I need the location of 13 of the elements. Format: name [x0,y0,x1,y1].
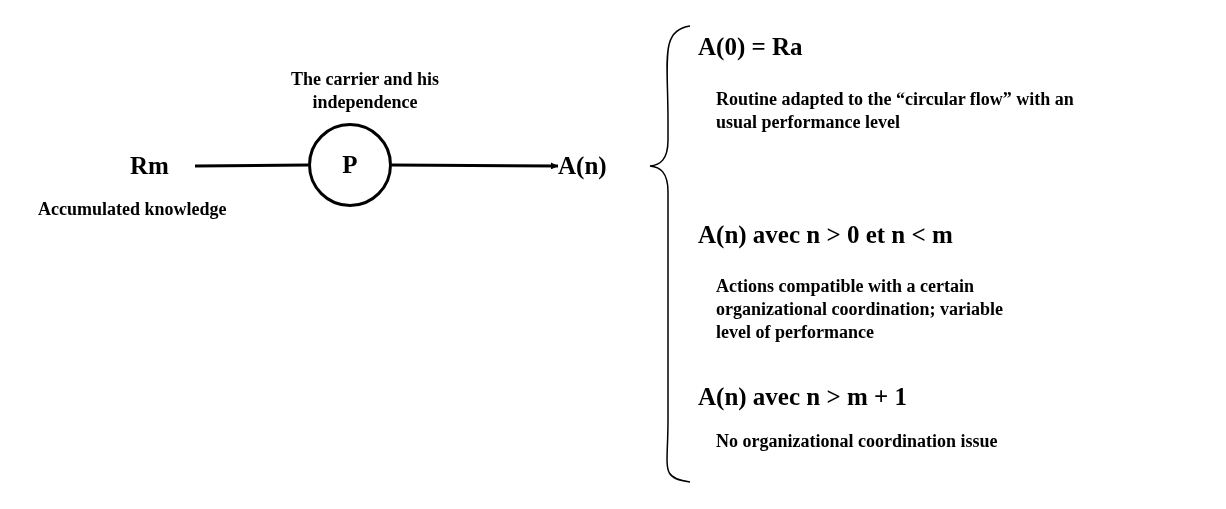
case-description: Actions compatible with a certain organizational coordination; variable level of performance [716,275,1004,344]
case-heading: A(n) avec n > 0 et n < m [698,220,954,250]
node-caption: The carrier and his independence [289,68,441,114]
node-caption: Accumulated knowledge [38,198,228,221]
node-label: A(n) [558,150,628,182]
connector-line [195,163,308,168]
node-label: Rm [130,150,195,182]
arrow [392,162,558,170]
process-circle: P [308,123,392,207]
case-heading: A(0) = Ra [698,32,804,62]
case-description: Routine adapted to the “circular flow” with an usual performance level [716,88,1075,134]
case-heading: A(n) avec n > m + 1 [698,382,909,412]
case-description: No organizational coordination issue [716,430,999,453]
